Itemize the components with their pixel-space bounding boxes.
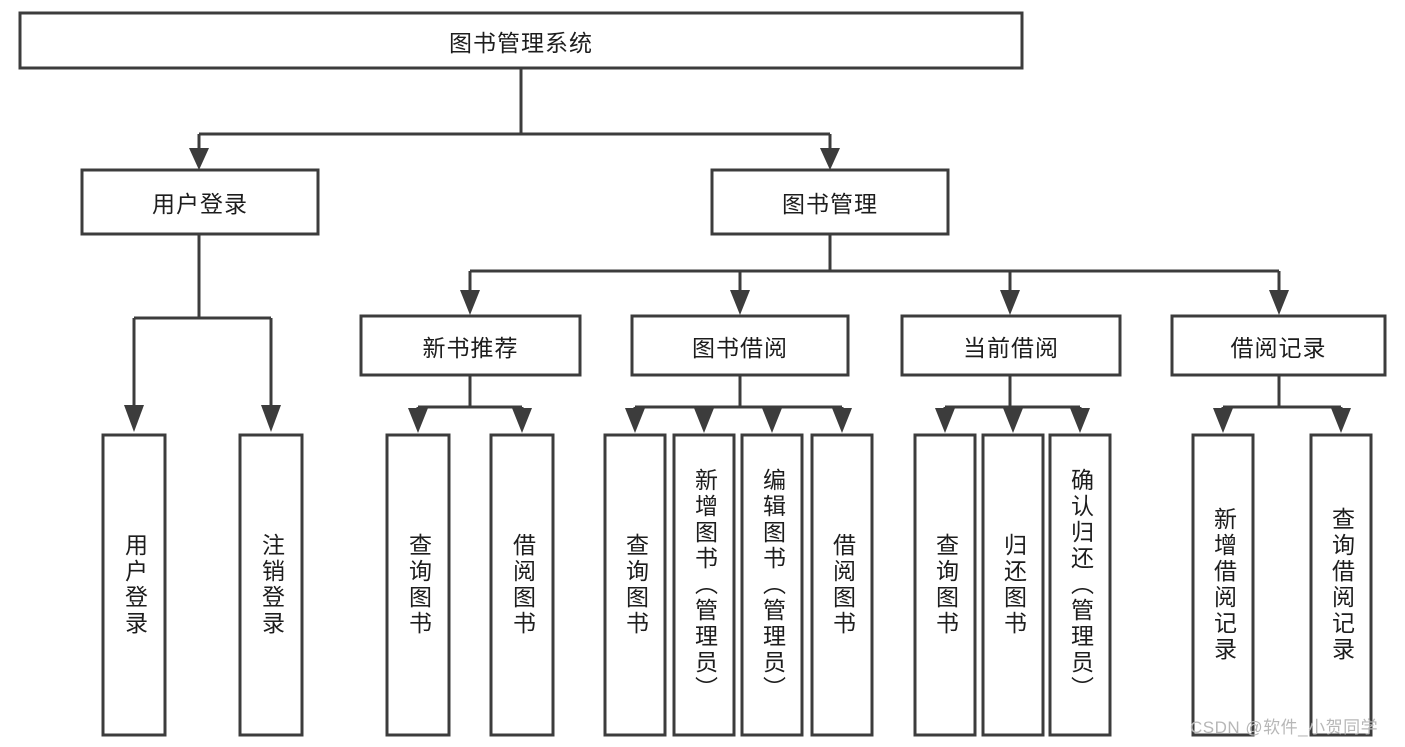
arrowhead-level2-3-icon: [1269, 290, 1289, 315]
leaf-current-borrow-2-box[interactable]: [1048, 433, 1112, 737]
leaf-book-borrow-1-box[interactable]: [672, 433, 736, 737]
arrowhead-current-borrow-leaf-1-icon: [1003, 408, 1023, 433]
arrowhead-book-borrow-leaf-0-icon: [625, 408, 645, 433]
leaf-current-borrow-1-box[interactable]: [981, 433, 1045, 737]
arrowhead-book-borrow-leaf-2-icon: [762, 408, 782, 433]
arrowhead-level2-1-icon: [730, 290, 750, 315]
leaf-user-login-0-box[interactable]: [101, 433, 167, 737]
leaf-book-borrow-3-box[interactable]: [810, 433, 874, 737]
arrowhead-user-login-leaf-0-icon: [124, 405, 144, 432]
node-user-login-box[interactable]: [80, 168, 320, 236]
node-borrow-record-box[interactable]: [1170, 314, 1387, 377]
leaf-current-borrow-0-box[interactable]: [913, 433, 977, 737]
arrowhead-level2-0-icon: [460, 290, 480, 315]
arrowhead-current-borrow-leaf-2-icon: [1070, 408, 1090, 433]
node-current-borrow-box[interactable]: [900, 314, 1122, 377]
leaf-book-borrow-0-box[interactable]: [603, 433, 667, 737]
leaf-user-login-1-box[interactable]: [238, 433, 304, 737]
node-new-book-recommend-box[interactable]: [359, 314, 582, 377]
arrowhead-root-to-user-login-icon: [189, 148, 209, 170]
watermark-text: CSDN @软件_小贺同学: [1190, 718, 1379, 737]
arrowhead-borrow-record-leaf-1-icon: [1331, 408, 1351, 433]
leaf-borrow-record-0-box[interactable]: [1191, 433, 1255, 737]
leaf-new-book-1-box[interactable]: [489, 433, 555, 737]
node-root-box[interactable]: [18, 11, 1024, 70]
arrowhead-new-book-leaf-0-icon: [408, 408, 428, 433]
arrowhead-borrow-record-leaf-0-icon: [1213, 408, 1233, 433]
arrowhead-root-to-book-manage-icon: [820, 148, 840, 170]
arrowhead-new-book-leaf-1-icon: [512, 408, 532, 433]
leaf-borrow-record-1-box[interactable]: [1309, 433, 1373, 737]
arrowhead-book-borrow-leaf-1-icon: [694, 408, 714, 433]
arrowhead-level2-2-icon: [1000, 290, 1020, 315]
node-book-borrow-box[interactable]: [630, 314, 850, 377]
arrowhead-book-borrow-leaf-3-icon: [832, 408, 852, 433]
leaf-new-book-0-box[interactable]: [385, 433, 451, 737]
node-book-manage-box[interactable]: [710, 168, 950, 236]
arrowhead-current-borrow-leaf-0-icon: [935, 408, 955, 433]
leaf-book-borrow-2-box[interactable]: [740, 433, 804, 737]
arrowhead-user-login-leaf-1-icon: [261, 405, 281, 432]
